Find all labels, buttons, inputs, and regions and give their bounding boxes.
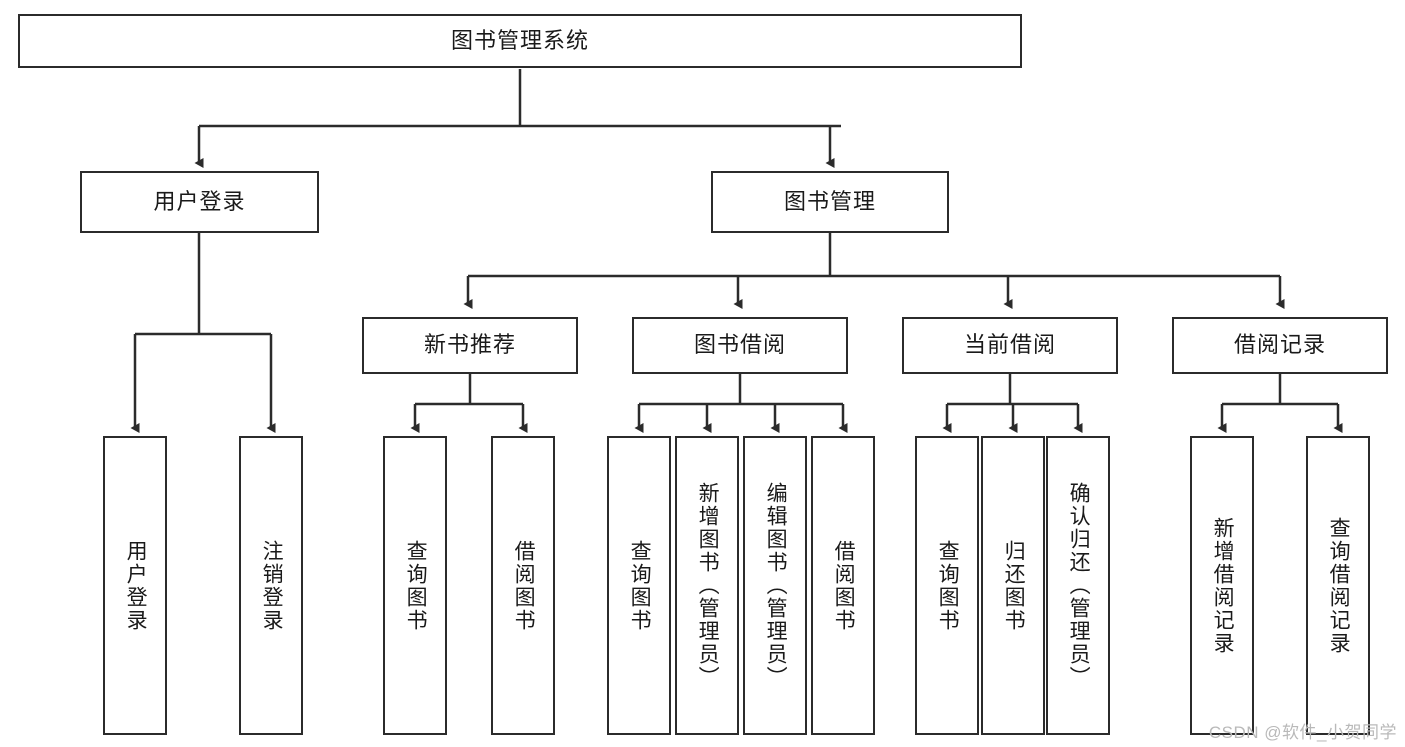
node-leaf-user-login[interactable]: 用户登录 [103,436,167,735]
node-leaf-query-book-borrow[interactable]: 查询图书 [607,436,671,735]
node-label: 借阅图书 [832,539,856,632]
node-label: 当前借阅 [963,332,1056,358]
csdn-watermark: CSDN @软件_小贺同学 [1208,723,1397,742]
node-leaf-edit-book-admin[interactable]: 编辑图书（管理员） [743,436,807,735]
node-label: 查询图书 [404,539,428,632]
node-label: 归还图书 [1002,539,1026,632]
node-label: 新增图书（管理员） [696,482,720,689]
node-leaf-confirm-return-admin[interactable]: 确认归还（管理员） [1046,436,1110,735]
node-leaf-query-borrow-record[interactable]: 查询借阅记录 [1306,436,1370,735]
node-leaf-query-book-current[interactable]: 查询图书 [915,436,979,735]
node-label: 新增借阅记录 [1211,516,1235,655]
node-user-login[interactable]: 用户登录 [80,171,319,233]
node-label: 借阅图书 [512,539,536,632]
node-label: 图书管理 [783,188,876,214]
node-book-management[interactable]: 图书管理 [711,171,949,233]
node-label: 注销登录 [260,539,284,632]
node-label: 编辑图书（管理员） [764,482,788,689]
node-label: 确认归还（管理员） [1067,482,1091,689]
node-leaf-query-book-recommend[interactable]: 查询图书 [383,436,447,735]
node-book-borrow[interactable]: 图书借阅 [632,317,848,374]
node-label: 查询图书 [936,539,960,632]
node-leaf-add-book-admin[interactable]: 新增图书（管理员） [675,436,739,735]
node-leaf-add-borrow-record[interactable]: 新增借阅记录 [1190,436,1254,735]
node-label: 查询图书 [628,539,652,632]
node-label: 新书推荐 [423,332,516,358]
node-borrow-record[interactable]: 借阅记录 [1172,317,1388,374]
node-label: 用户登录 [153,188,246,214]
node-label: 图书借阅 [693,332,786,358]
node-label: 借阅记录 [1233,332,1326,358]
node-root-book-management-system[interactable]: 图书管理系统 [18,14,1022,68]
node-label: 图书管理系统 [450,27,589,53]
node-current-borrow[interactable]: 当前借阅 [902,317,1118,374]
node-leaf-borrow-book-recommend[interactable]: 借阅图书 [491,436,555,735]
node-label: 查询借阅记录 [1327,516,1351,655]
node-new-book-recommend[interactable]: 新书推荐 [362,317,578,374]
node-label: 用户登录 [124,539,148,632]
node-leaf-logout[interactable]: 注销登录 [239,436,303,735]
node-leaf-return-book[interactable]: 归还图书 [981,436,1045,735]
node-leaf-borrow-book[interactable]: 借阅图书 [811,436,875,735]
